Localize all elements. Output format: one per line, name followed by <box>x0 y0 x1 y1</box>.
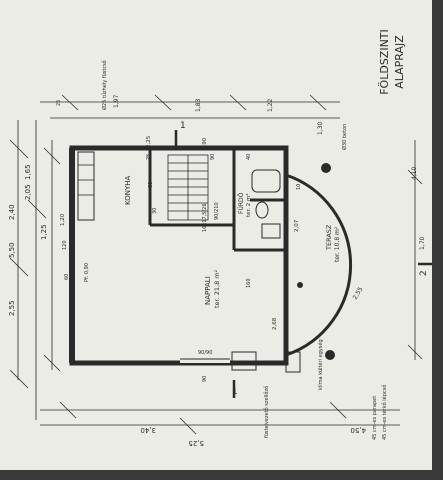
dim-mid-5: 2,07 <box>294 219 300 232</box>
entry-step <box>285 351 301 373</box>
note-terrace: 45 cm-es parapet <box>372 396 378 440</box>
room-living-area: ter. 21,8 m² <box>213 269 221 308</box>
dim-small-6: 10 <box>296 184 302 190</box>
dim-top-row2-2: 2,05 <box>24 184 32 200</box>
dim-right-top-3: 1,97 <box>113 94 120 108</box>
room-living-name: NAPPALI <box>204 276 212 305</box>
dim-small-5: 40 <box>246 154 252 160</box>
terrace-arc <box>285 173 353 357</box>
dim-top-row2-1: 1,65 <box>24 164 32 180</box>
dim-bottom-1: 3,40 <box>140 426 156 434</box>
room-terrace-area: ter. 10,8 m² <box>334 226 341 262</box>
dim-mid-3: 1,20 <box>60 213 66 226</box>
dim-mid-7: 4,10 <box>411 166 418 180</box>
room-kitchen-name: KONYHA <box>124 176 132 205</box>
dim-small-3: 60 <box>148 182 154 188</box>
section-mark-1-bottom: 1 <box>232 387 238 397</box>
washbasin <box>261 223 281 239</box>
section-mark-1: 1 <box>180 121 186 131</box>
dim-mid-2: 0,90 <box>202 137 208 150</box>
dim-mid-1: 2,25 <box>146 135 152 148</box>
dim-small-4: 30 <box>152 208 158 214</box>
section-mark-2: 2 <box>419 270 429 276</box>
dim-mid-4: 2,68 <box>272 317 278 330</box>
note-window-living: 90/90 <box>198 350 212 356</box>
dim-top-row-2: 2,40 <box>8 204 16 220</box>
pillar-mid <box>297 282 303 288</box>
note-outdoor-unit: klíma kültéri egység <box>317 339 324 390</box>
kitchen-counter <box>77 151 95 221</box>
dark-edge-bottom <box>0 470 443 480</box>
dim-top-row2-3: 1,25 <box>40 224 48 240</box>
title-line2: ALAPRAJZ <box>393 35 406 89</box>
dim-mid-6: 1,70 <box>419 236 426 250</box>
interior-walls <box>148 150 286 252</box>
note-parapet: Pf: 0,90 <box>84 263 90 282</box>
dim-small-9: 60 <box>64 274 70 280</box>
stairs <box>167 154 209 221</box>
pillar-bottom <box>325 350 335 360</box>
dim-small-11: 160 <box>246 278 252 288</box>
pillar-top <box>321 163 331 173</box>
dim-small-1: 25 <box>146 154 152 160</box>
dim-right-top-2: 1,22 <box>267 98 274 112</box>
room-terrace-name: TERASZ <box>325 224 333 251</box>
dark-edge-right <box>432 0 443 480</box>
note-entry: füstelvezető szellőző <box>264 386 270 438</box>
dim-right-top-1: 1,83 <box>195 98 202 112</box>
dim-small-10: 90 <box>202 376 208 382</box>
note-chimney: Ø25 tűzhely füstcső <box>101 60 108 110</box>
room-bath-area: ter. 2 m² <box>245 193 252 217</box>
title-line1: FÖLDSZINTI <box>378 29 391 95</box>
note-pillar: Ø30 beton <box>341 124 348 150</box>
dim-bottom-3: 4,50 <box>350 426 366 434</box>
dim-small-8: 120 <box>62 240 68 250</box>
toilet <box>255 201 269 219</box>
dim-small-2: 90 <box>210 154 216 160</box>
entry-door <box>231 351 257 371</box>
note-bottom: 45 cm-es térkő lépcső <box>381 385 388 440</box>
dim-right-top-4: 1,30 <box>317 121 324 135</box>
dim-bottom-2: 5,25 <box>188 439 204 447</box>
dim-top-row-1: 2,55 <box>8 300 16 316</box>
dimension-lines <box>9 94 423 435</box>
note-stair: 16x17,5/26 <box>202 203 208 232</box>
note-door: 90/210 <box>214 202 220 220</box>
dim-top-row-3: 5,50 <box>8 242 16 258</box>
room-bath-name: FÜRDŐ <box>238 192 245 214</box>
dim-small-7: 25 <box>56 100 62 106</box>
bathtub <box>251 169 281 193</box>
